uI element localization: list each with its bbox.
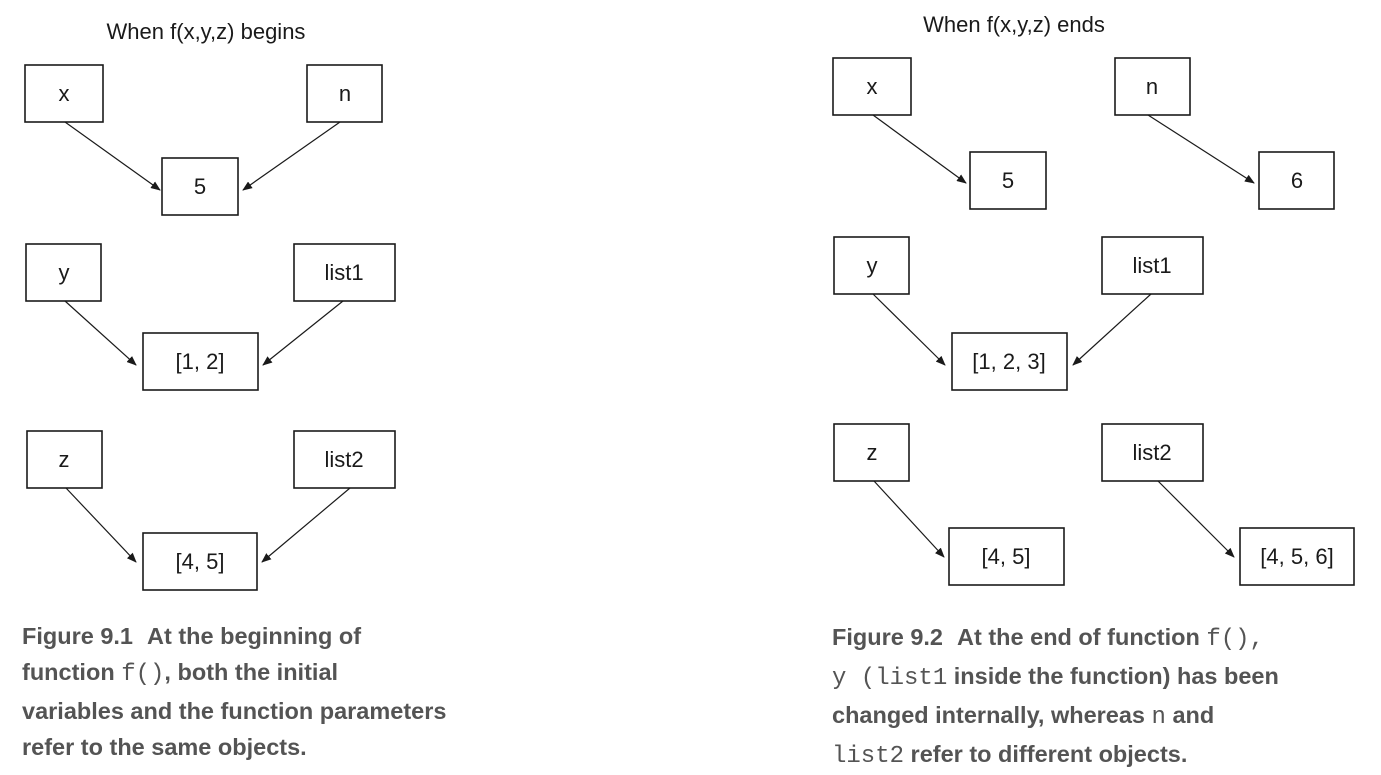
right-obj-6: 6: [1258, 151, 1335, 210]
left-arrow-y-to-list: [64, 300, 137, 366]
right-var-n: n: [1114, 57, 1191, 116]
right-arrow-x-to-5: [872, 114, 967, 184]
code-text: f(),: [1206, 626, 1264, 653]
right-arrow-list2-to-list: [1157, 480, 1235, 558]
left-var-z-label: z: [59, 447, 70, 472]
code-text: n: [1151, 704, 1166, 731]
right-var-list1: list1: [1101, 236, 1204, 295]
right-arrow-z-to-list: [873, 480, 945, 558]
left-obj-list-1-2-label: [1, 2]: [176, 349, 225, 374]
left-var-list2-label: list2: [324, 447, 363, 472]
caption-text: changed internally, whereas: [832, 702, 1152, 728]
left-arrow-list2-to-list: [261, 487, 351, 563]
right-var-n-label: n: [1146, 74, 1158, 99]
left-obj-5-label: 5: [194, 174, 206, 199]
caption-line: list2 refer to different objects.: [832, 736, 1279, 775]
code-text: list2: [832, 743, 905, 770]
figure-9-1-caption: Figure 9.1 At the beginning of function f…: [22, 618, 446, 765]
caption-text: refer to different objects.: [904, 741, 1188, 767]
left-obj-list-1-2: [1, 2]: [142, 332, 259, 391]
right-var-x: x: [832, 57, 912, 116]
figure-label: Figure 9.2: [832, 624, 944, 650]
left-var-y: y: [25, 243, 102, 302]
right-obj-5: 5: [969, 151, 1047, 210]
caption-text: and: [1165, 702, 1215, 728]
caption-line: y (list1 inside the function) has been: [832, 658, 1279, 697]
caption-text: refer to the same objects.: [22, 734, 307, 760]
right-var-y-label: y: [867, 253, 878, 278]
right-obj-list-1-2-3: [1, 2, 3]: [951, 332, 1068, 391]
right-arrow-y-to-list: [872, 293, 946, 366]
right-obj-5-label: 5: [1002, 168, 1014, 193]
left-panel-title: When f(x,y,z) begins: [107, 19, 306, 44]
right-var-list2: list2: [1101, 423, 1204, 482]
left-obj-list-4-5: [4, 5]: [142, 532, 258, 591]
left-var-list2: list2: [293, 430, 396, 489]
caption-text: inside the function) has been: [947, 663, 1279, 689]
right-obj-list-4-5-6-label: [4, 5, 6]: [1260, 544, 1333, 569]
right-arrow-n-to-6: [1147, 114, 1255, 184]
left-var-list1: list1: [293, 243, 396, 302]
left-var-x-label: x: [59, 81, 70, 106]
caption-line: Figure 9.1 At the beginning of: [22, 618, 446, 654]
caption-text: variables and the function parameters: [22, 698, 447, 724]
left-obj-list-4-5-label: [4, 5]: [176, 549, 225, 574]
right-var-z-label: z: [867, 440, 878, 465]
right-obj-list-4-5-label: [4, 5]: [982, 544, 1031, 569]
right-obj-6-label: 6: [1291, 168, 1303, 193]
code-text: y (list1: [832, 665, 948, 692]
caption-line: Figure 9.2 At the end of function f(),: [832, 619, 1279, 658]
right-var-z: z: [833, 423, 910, 482]
left-arrow-list1-to-list: [262, 300, 344, 366]
left-var-n-label: n: [339, 81, 351, 106]
left-var-y-label: y: [59, 260, 70, 285]
right-var-list2-label: list2: [1132, 440, 1171, 465]
right-obj-list-1-2-3-label: [1, 2, 3]: [972, 349, 1045, 374]
left-var-list1-label: list1: [324, 260, 363, 285]
right-obj-list-4-5: [4, 5]: [948, 527, 1065, 586]
left-var-x: x: [24, 64, 104, 123]
right-var-list1-label: list1: [1132, 253, 1171, 278]
left-var-z: z: [26, 430, 103, 489]
caption-line: changed internally, whereas n and: [832, 697, 1279, 736]
left-arrow-n-to-5: [242, 121, 341, 191]
left-var-n: n: [306, 64, 383, 123]
right-arrow-list1-to-list: [1072, 293, 1152, 366]
figure-9-2-caption: Figure 9.2 At the end of function f(), y …: [832, 619, 1279, 775]
figure-label: Figure 9.1: [22, 623, 134, 649]
caption-text: At the end of function: [957, 624, 1207, 650]
right-var-y: y: [833, 236, 910, 295]
code-text: f(): [121, 661, 165, 688]
left-arrow-z-to-list: [65, 487, 137, 563]
caption-line: function f(), both the initial: [22, 654, 446, 693]
caption-text: , both the initial: [164, 659, 339, 685]
left-arrow-x-to-5: [64, 121, 161, 191]
caption-text: function: [22, 659, 122, 685]
diagram-canvas: When f(x,y,z) begins x n 5 y list1 [1, 2…: [24, 12, 1355, 591]
right-var-x-label: x: [867, 74, 878, 99]
caption-line: refer to the same objects.: [22, 729, 446, 765]
caption-text: At the beginning of: [147, 623, 362, 649]
caption-line: variables and the function parameters: [22, 693, 446, 729]
right-panel-title: When f(x,y,z) ends: [923, 12, 1105, 37]
left-obj-5: 5: [161, 157, 239, 216]
right-obj-list-4-5-6: [4, 5, 6]: [1239, 527, 1355, 586]
